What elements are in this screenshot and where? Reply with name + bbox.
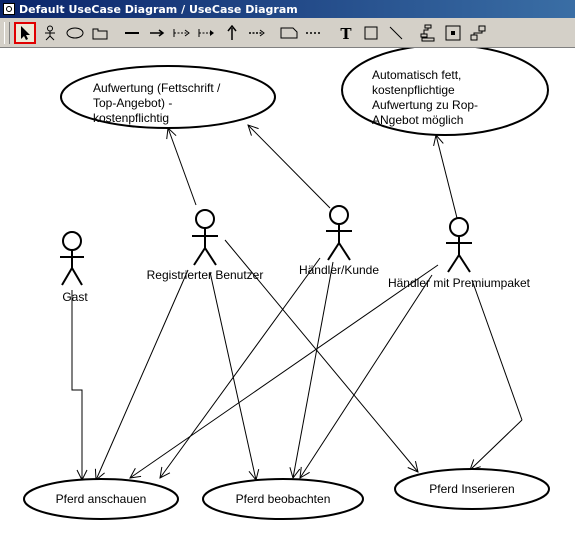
connection-gast-anschauen[interactable] [71,290,82,480]
actor-gast[interactable] [60,231,84,286]
zoom-tool-button[interactable] [442,22,464,44]
note-automatisch-line-3: Aufwertung zu Rop- [372,98,478,112]
connection-registriert-note1[interactable] [168,128,197,206]
actor-premium-left-leg [447,254,460,273]
connection-premium-note2[interactable] [436,135,458,219]
directed-association-tool-button[interactable] [146,22,168,44]
connection-haendler-anschauen[interactable] [160,257,321,478]
actor-gast-left-leg [61,267,73,286]
actor-haendler-left-leg [327,242,340,261]
note-aufwertung-line-1: Aufwertung (Fettschrift / [93,81,221,95]
note-aufwertung-shape [60,65,276,129]
align-icon [470,25,486,40]
note-link-tool-button[interactable] [303,22,325,44]
text-tool-label: T [340,25,352,41]
align-tool-button[interactable] [467,22,489,44]
connection-registriert-anschauen[interactable] [96,269,189,480]
line-tool-button[interactable] [385,22,407,44]
text-icon: T [340,25,352,41]
title-bar: Default UseCase Diagram / UseCase Diagra… [0,0,575,18]
usecase-pferd-anschauen[interactable]: Pferd anschauen [23,478,179,520]
zoom-icon [445,25,461,40]
note-aufwertung-line-2: Top-Angebot) - [93,96,172,110]
actor-registriert-right-leg [204,247,217,266]
generalization-icon [227,24,237,40]
usecase-ellipse-icon [66,27,84,38]
actor-registriert-left-leg [193,247,206,266]
diagram-canvas[interactable]: Aufwertung (Fettschrift / Top-Angebot) -… [0,44,575,544]
note-automatisch[interactable]: Automatisch fett, kostenpflichtige Aufwe… [341,44,549,136]
usecase-pferd-beobachten-label: Pferd beobachten [236,492,331,506]
actor-haendler-right-leg [338,242,351,261]
connection-premium-anschauen[interactable] [130,264,439,478]
dependency-icon [249,29,265,36]
actor-gast-right-leg [71,267,83,286]
extend-icon [198,28,214,37]
usecase-pferd-anschauen-shape [23,478,179,520]
toolbar-grip[interactable] [4,21,10,44]
rectangle-icon [364,26,378,39]
note-icon [280,27,298,38]
rectangle-tool-button[interactable] [360,22,382,44]
note-aufwertung-line-3: kostenpflichtig [93,111,169,125]
note-automatisch-line-1: Automatisch fett, [372,68,461,82]
connection-premium-beobachten[interactable] [300,274,433,478]
include-tool-button[interactable] [171,22,193,44]
actor-premium[interactable] [446,217,472,273]
connection-premium-inserieren[interactable] [471,279,523,421]
layout-icon [420,24,435,41]
connection-haendler-note1[interactable] [248,125,331,209]
actor-haendler-label: Händler/Kunde [299,263,379,277]
actor-premium-right-leg [458,254,471,273]
app-icon [3,3,15,15]
actor-haendler-head [329,205,349,225]
package-tool-button[interactable] [89,22,111,44]
usecase-pferd-inserieren-shape [394,468,550,510]
association-line-icon [125,31,139,34]
note-link-icon [306,31,322,34]
actor-gast-head [62,231,82,251]
note-automatisch-line-4: ANgebot möglich [372,113,463,127]
directed-association-icon [150,28,165,37]
generalization-tool-button[interactable] [221,22,243,44]
actor-registriert-head [195,209,215,229]
select-arrow-icon [21,25,30,40]
connection-haendler-beobachten[interactable] [293,261,334,478]
diagram-toolbar: T [0,18,575,48]
text-tool-button[interactable]: T [335,22,357,44]
usecase-pferd-inserieren-label: Pferd Inserieren [429,482,514,496]
association-tool-button[interactable] [121,22,143,44]
actor-tool-button[interactable] [39,22,61,44]
include-icon [173,28,190,37]
usecase-pferd-beobachten[interactable]: Pferd beobachten [202,478,364,520]
connections [71,125,523,480]
connection-premium-inserieren-tail[interactable] [470,419,523,470]
note-automatisch-line-2: kostenpflichtige [372,83,455,97]
actor-premium-head [449,217,469,237]
extend-tool-button[interactable] [196,22,218,44]
actor-gast-label: Gast [62,290,88,304]
line-icon [389,26,403,39]
dependency-tool-button[interactable] [246,22,268,44]
usecase-pferd-inserieren[interactable]: Pferd Inserieren [394,468,550,510]
actor-registriert[interactable] [192,209,218,266]
note-aufwertung[interactable]: Aufwertung (Fettschrift / Top-Angebot) -… [60,65,276,129]
layout-tool-button[interactable] [417,22,439,44]
actor-icon [45,25,55,40]
connection-registriert-beobachten[interactable] [209,271,256,480]
actor-haendler[interactable] [326,205,352,261]
package-icon [92,28,108,39]
usecase-pferd-anschauen-label: Pferd anschauen [56,492,147,506]
select-tool-button[interactable] [14,21,36,44]
actor-registriert-label: Registrierter Benutzer [147,268,264,282]
usecase-tool-button[interactable] [64,22,86,44]
connection-registriert-inserieren[interactable] [224,239,418,472]
window-title: Default UseCase Diagram / UseCase Diagra… [19,2,298,16]
note-tool-button[interactable] [278,22,300,44]
actor-premium-label: Händler mit Premiumpaket [388,276,531,290]
usecase-pferd-beobachten-shape [202,478,364,520]
